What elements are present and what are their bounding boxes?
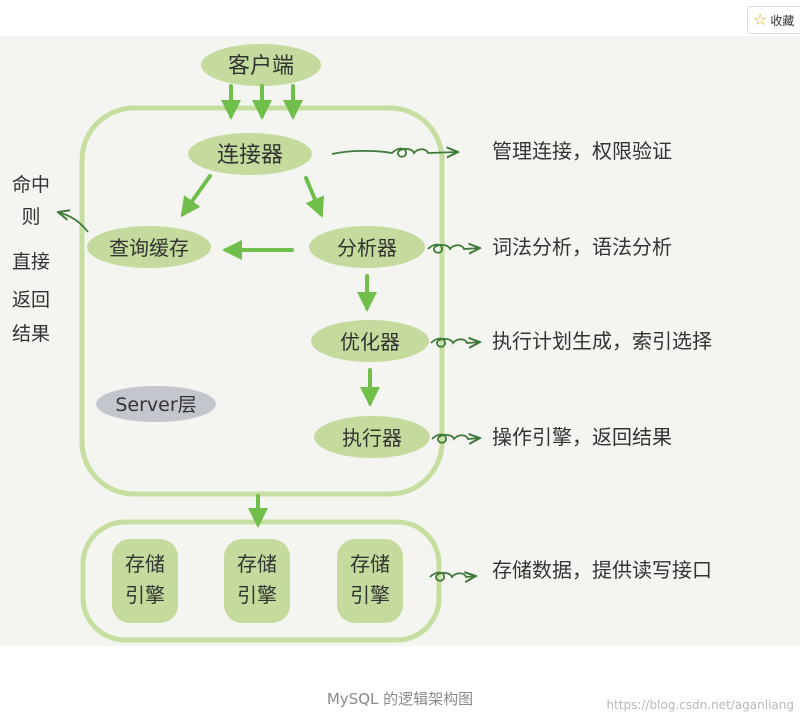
engine-2-line1: 存储 xyxy=(237,552,277,576)
side-notes: 管理连接，权限验证 词法分析，语法分析 执行计划生成，索引选择 操作引擎，返回结… xyxy=(492,139,712,582)
figure-caption: MySQL 的逻辑架构图 xyxy=(326,690,474,708)
annotation-arrows xyxy=(331,149,480,581)
cache-hit-arrow xyxy=(58,212,89,233)
executor-label: 执行器 xyxy=(342,426,402,450)
query-cache-label: 查询缓存 xyxy=(109,236,189,260)
connector-node: 连接器 xyxy=(188,133,312,175)
cache-hit-note: 命中 则 直接 返回 结果 xyxy=(12,174,50,345)
client-node: 客户端 xyxy=(201,44,321,86)
watermark: https://blog.csdn.net/aganliang xyxy=(606,698,794,712)
storage-note: 存储数据，提供读写接口 xyxy=(492,558,712,582)
connector-to-analyzer-arrow xyxy=(304,176,325,218)
top-bar: ☆ 收藏 xyxy=(0,0,800,36)
diagram-canvas: 客户端 连接器 查询缓存 分析器 优化器 执行器 Server层 xyxy=(0,36,800,646)
connector-label: 连接器 xyxy=(217,143,283,168)
star-icon: ☆ xyxy=(753,10,768,29)
cache-hit-line-2: 则 xyxy=(21,206,40,228)
query-cache-node: 查询缓存 xyxy=(87,226,211,268)
engine-2-line2: 引擎 xyxy=(237,583,277,607)
storage-engine-1: 存储 引擎 xyxy=(112,539,178,623)
storage-engine-2: 存储 引擎 xyxy=(224,539,290,623)
flow-arrows xyxy=(180,84,380,528)
optimizer-label: 优化器 xyxy=(340,330,400,354)
engine-3-line1: 存储 xyxy=(350,552,390,576)
cache-hit-line-3: 直接 xyxy=(12,251,50,273)
server-layer-label: Server层 xyxy=(115,394,196,416)
optimizer-note-arrow xyxy=(430,339,480,347)
engine-1-line1: 存储 xyxy=(125,552,165,576)
cache-hit-line-4: 返回 xyxy=(12,289,50,311)
connector-to-cache-arrow xyxy=(180,174,212,218)
engine-3-line2: 引擎 xyxy=(350,583,390,607)
executor-node: 执行器 xyxy=(314,416,430,458)
executor-note: 操作引擎，返回结果 xyxy=(492,425,672,449)
analyzer-note: 词法分析，语法分析 xyxy=(492,235,672,259)
favorite-button[interactable]: ☆ 收藏 xyxy=(747,6,800,34)
mysql-architecture-diagram: 客户端 连接器 查询缓存 分析器 优化器 执行器 Server层 xyxy=(12,44,712,643)
analyzer-label: 分析器 xyxy=(337,236,397,260)
connector-note: 管理连接，权限验证 xyxy=(492,139,672,163)
cache-hit-line-5: 结果 xyxy=(12,323,50,345)
executor-note-arrow xyxy=(431,435,480,443)
storage-note-arrow xyxy=(429,573,476,581)
analyzer-note-arrow xyxy=(427,245,480,253)
engine-1-line2: 引擎 xyxy=(125,583,165,607)
cache-hit-line-1: 命中 xyxy=(12,174,50,196)
analyzer-node: 分析器 xyxy=(309,226,425,268)
client-label: 客户端 xyxy=(228,54,294,79)
optimizer-node: 优化器 xyxy=(311,320,429,362)
connector-note-arrow xyxy=(331,149,458,157)
storage-engine-3: 存储 引擎 xyxy=(337,539,403,623)
optimizer-note: 执行计划生成，索引选择 xyxy=(492,329,712,353)
server-layer-badge: Server层 xyxy=(96,386,216,422)
favorite-label: 收藏 xyxy=(770,13,795,28)
